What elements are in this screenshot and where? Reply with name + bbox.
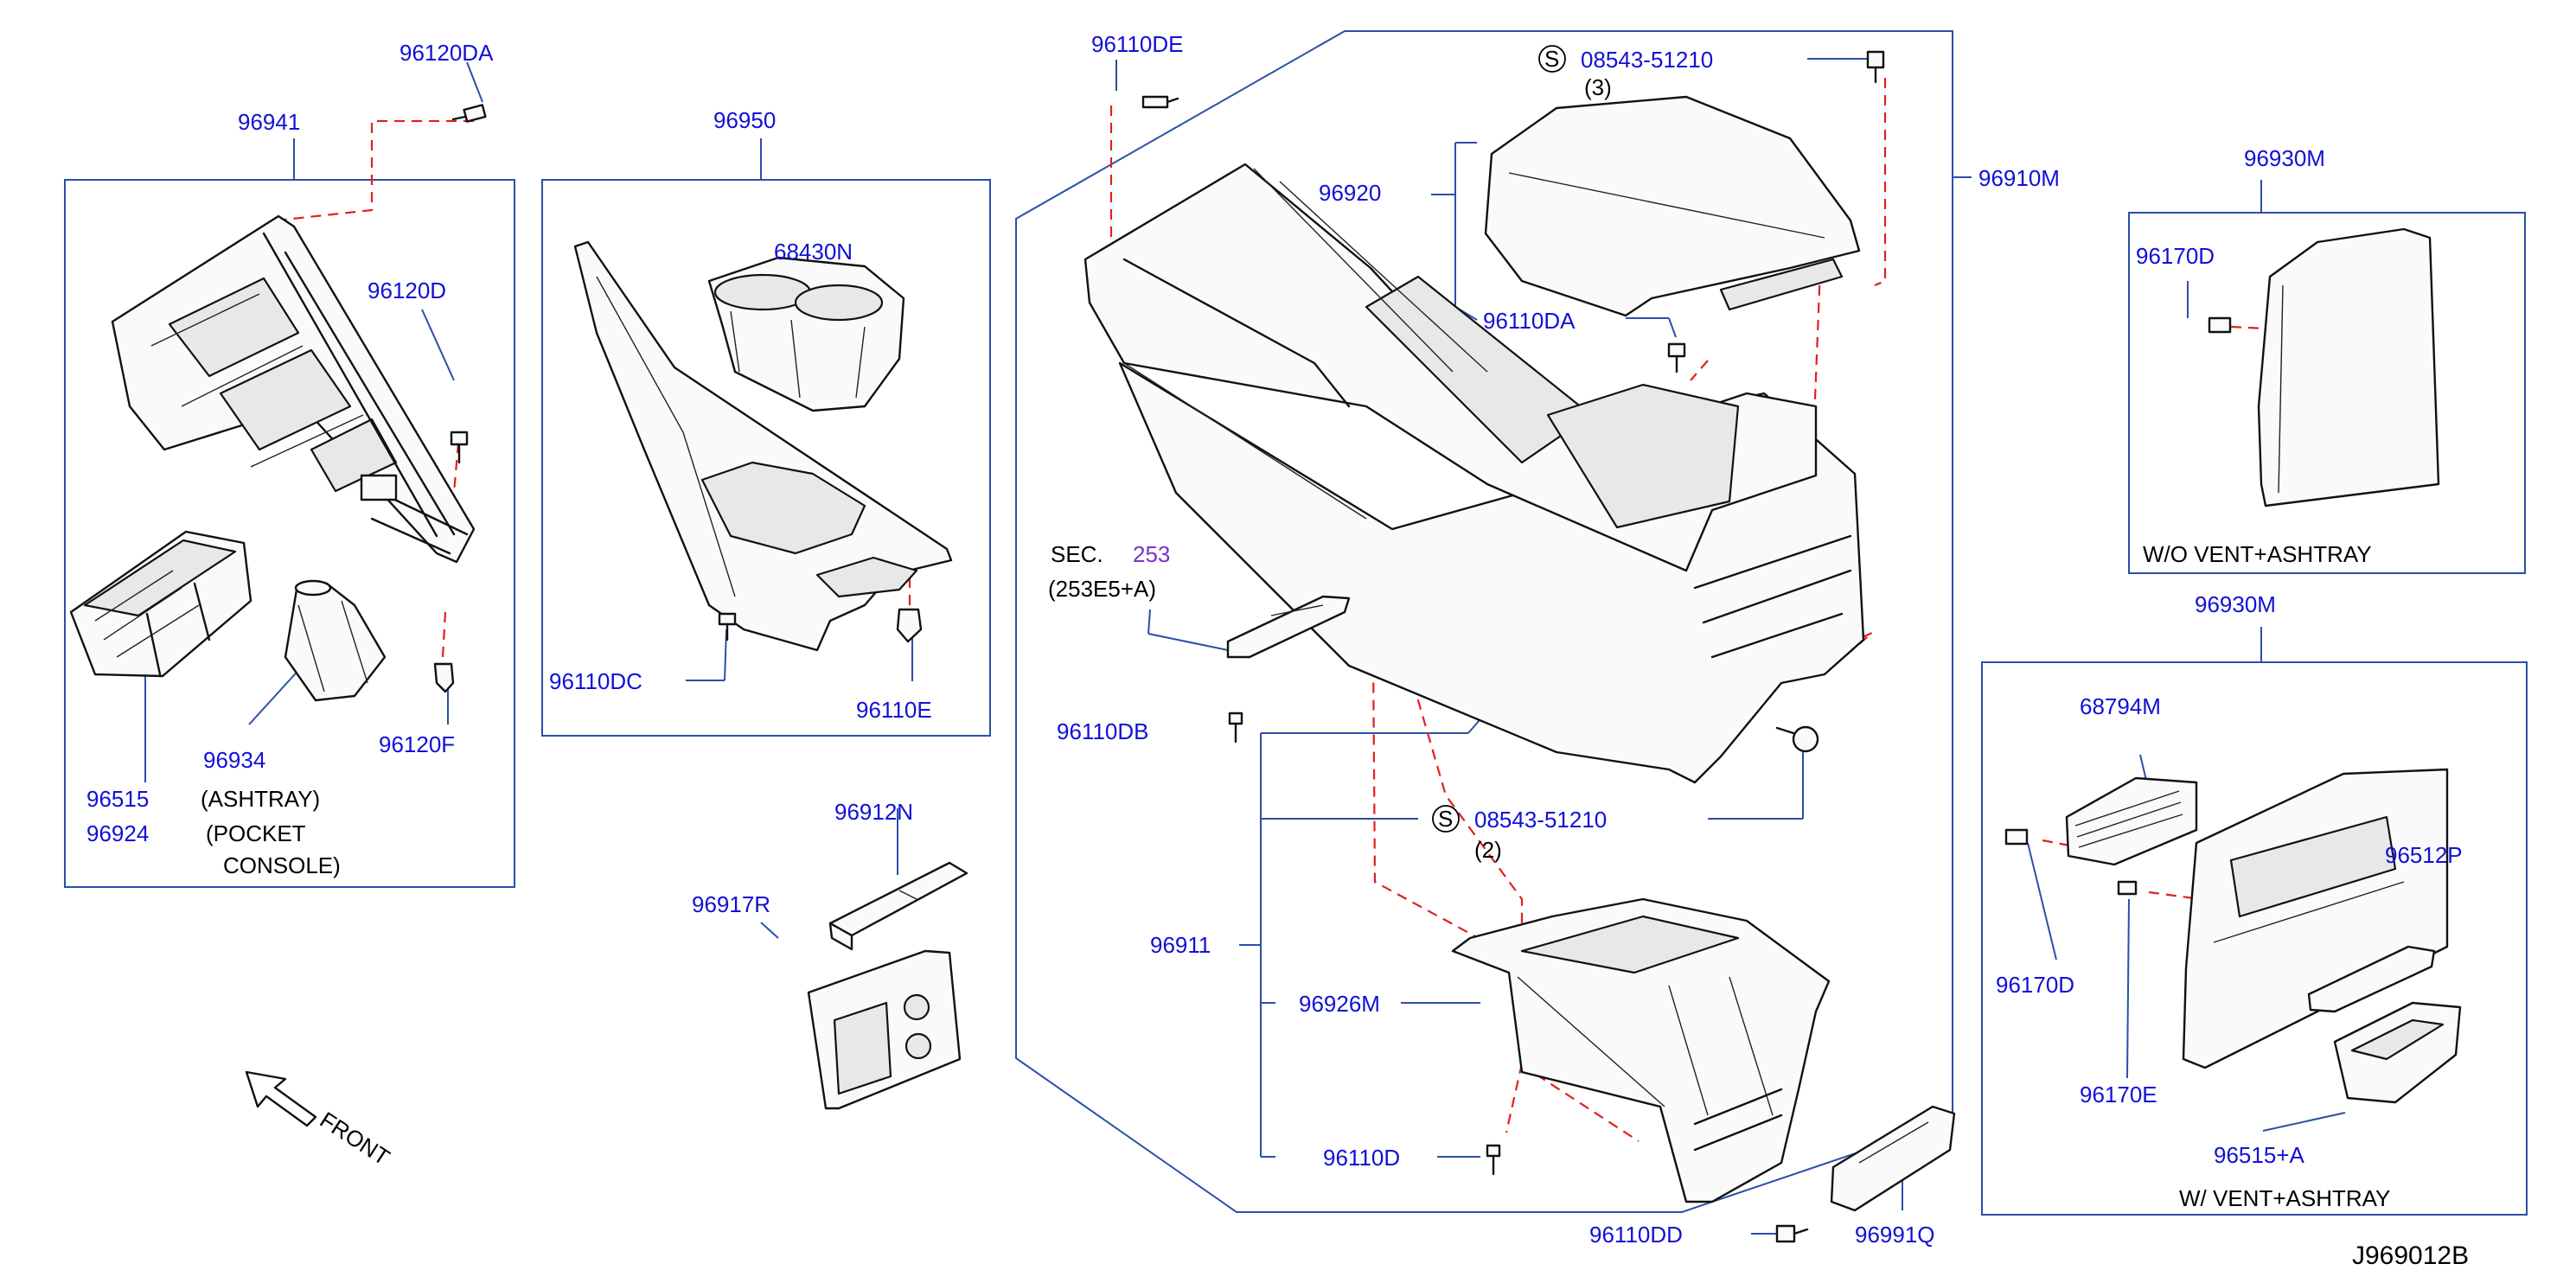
- diagram-id: J969012B: [2352, 1242, 2469, 1270]
- console-body-96910M: [1083, 163, 1865, 784]
- group-box-96950: [541, 179, 991, 737]
- s-circle-icon: [1538, 45, 1566, 73]
- label-sec: SEC.: [1051, 541, 1103, 567]
- clip-96170E: [2117, 880, 2138, 896]
- label-96120DA: 96120DA: [400, 40, 494, 66]
- label-s-symbol: S: [1544, 46, 1559, 72]
- label-s-symbol: S: [1438, 806, 1453, 832]
- label-bolt-08543-51210-a: 08543-51210: [1581, 47, 1713, 73]
- label-96110DC: 96110DC: [549, 668, 642, 694]
- label-96515A: 96515+A: [2214, 1142, 2304, 1168]
- label-96110DB: 96110DB: [1057, 718, 1149, 744]
- label-w-vent: W/ VENT+ASHTRAY: [2179, 1185, 2390, 1211]
- ashtray-96515: [69, 530, 252, 678]
- vent-68794M: [2065, 776, 2198, 866]
- label-96512P: 96512P: [2385, 842, 2463, 868]
- label-bolt-08543-51210-b: 08543-51210: [1474, 807, 1607, 833]
- group-box-96941: [64, 179, 515, 888]
- label-sec-number: 253: [1133, 541, 1170, 567]
- label-96941: 96941: [238, 109, 300, 135]
- label-ashtray: (ASHTRAY): [201, 786, 320, 812]
- ashtray-96515A: [2333, 1001, 2462, 1104]
- bracket-96512P: [2307, 945, 2436, 1013]
- label-96911: 96911: [1150, 932, 1211, 958]
- fasteners-96910M: [1141, 50, 1885, 1243]
- armrest-lid-96920: [1484, 95, 1861, 317]
- label-96110DD: 96110DD: [1589, 1222, 1683, 1248]
- label-front: FRONT: [316, 1107, 395, 1171]
- group-box-wo-vent: [2128, 212, 2526, 574]
- label-sec-ref: (253E5+A): [1048, 576, 1156, 602]
- label-96917R: 96917R: [692, 891, 770, 917]
- rear-cover-96930M-wo: [2257, 227, 2440, 507]
- bracket-96912N: [828, 861, 968, 951]
- front-arrow-icon: [245, 1070, 317, 1127]
- label-qty-3: (3): [1584, 74, 1612, 100]
- side-finisher-96950: [573, 240, 953, 652]
- inner-box-96926M: [1451, 897, 1831, 1203]
- label-96515: 96515: [86, 786, 149, 812]
- label-96950: 96950: [713, 107, 776, 133]
- label-96924: 96924: [86, 820, 149, 846]
- label-pocket: (POCKET: [206, 820, 306, 846]
- fasteners-96950: [718, 608, 923, 643]
- shift-boot-96934: [284, 579, 387, 702]
- label-96910M: 96910M: [1978, 165, 2060, 191]
- label-qty-2: (2): [1474, 837, 1502, 863]
- label-96110DE: 96110DE: [1091, 31, 1184, 57]
- label-68794M: 68794M: [2080, 693, 2161, 719]
- label-96110E: 96110E: [856, 697, 932, 723]
- label-96930M-a: 96930M: [2244, 145, 2325, 171]
- label-96930M-b: 96930M: [2195, 591, 2276, 617]
- bracket-96991Q: [1830, 1105, 1956, 1212]
- label-wo-vent: W/O VENT+ASHTRAY: [2143, 541, 2372, 567]
- bracket-sec-253: [1226, 595, 1351, 659]
- screw-96170D-a: [2208, 316, 2232, 334]
- label-96991Q: 96991Q: [1855, 1222, 1935, 1248]
- screw-96170D-b: [2004, 828, 2029, 846]
- label-96110DA: 96110DA: [1483, 308, 1576, 334]
- label-96934: 96934: [203, 747, 265, 773]
- label-96120F: 96120F: [379, 731, 455, 757]
- label-96170D-b: 96170D: [1996, 972, 2074, 998]
- label-96170D-a: 96170D: [2136, 243, 2215, 269]
- label-96912N: 96912N: [834, 799, 913, 825]
- label-96110D: 96110D: [1323, 1145, 1400, 1171]
- label-96170E: 96170E: [2080, 1082, 2157, 1107]
- fasteners-left: [433, 104, 487, 693]
- group-box-96910M: [1015, 30, 1953, 1213]
- s-circle-icon: [1432, 805, 1460, 833]
- label-96926M: 96926M: [1299, 991, 1380, 1017]
- label-96920: 96920: [1319, 180, 1381, 206]
- panel-96917R: [807, 949, 962, 1110]
- label-console: CONSOLE): [223, 852, 341, 878]
- label-68430N: 68430N: [774, 239, 853, 265]
- finisher-frame-96941: [111, 214, 476, 564]
- label-96120D: 96120D: [368, 278, 446, 303]
- cup-holder-68430N: [707, 256, 905, 412]
- group-box-w-vent: [1981, 661, 2528, 1216]
